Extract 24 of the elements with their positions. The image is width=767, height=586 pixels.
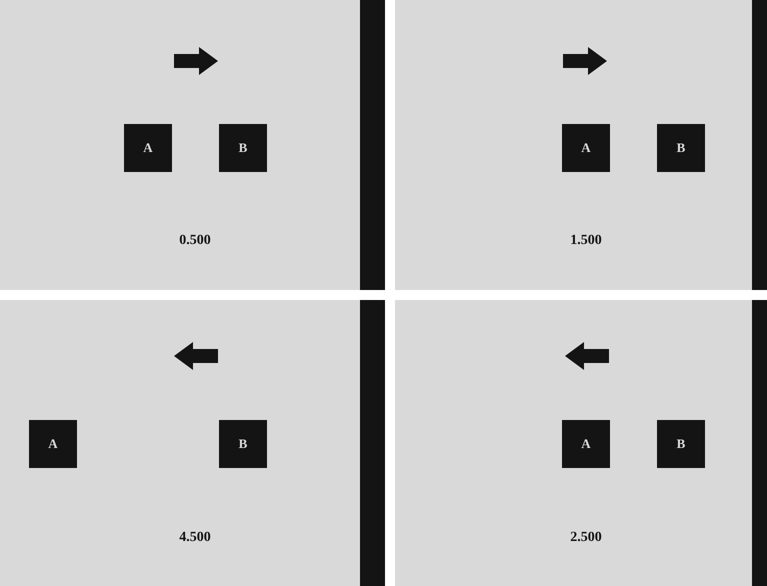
value-label: 0.500 [179,233,211,249]
square-letter: B [238,436,248,452]
stimulus-square [562,420,610,468]
stimulus-square [657,124,705,172]
value-label: 1.500 [570,233,602,249]
square-letter: A [581,436,591,452]
stimulus-square [657,420,705,468]
stimulus-square [219,124,267,172]
square-letter: B [676,140,686,156]
square-letter: A [48,436,58,452]
value-label: 4.500 [179,530,211,546]
display-panel [0,0,385,290]
square-letter: B [238,140,248,156]
stimulus-square [124,124,172,172]
stimulus-square [219,420,267,468]
display-panel [395,0,767,290]
square-letter: A [581,140,591,156]
square-letter: B [676,436,686,452]
display-panel [0,300,385,586]
stimulus-square [29,420,77,468]
display-panel [395,300,767,586]
stimulus-square [562,124,610,172]
value-label: 2.500 [570,530,602,546]
square-letter: A [143,140,153,156]
